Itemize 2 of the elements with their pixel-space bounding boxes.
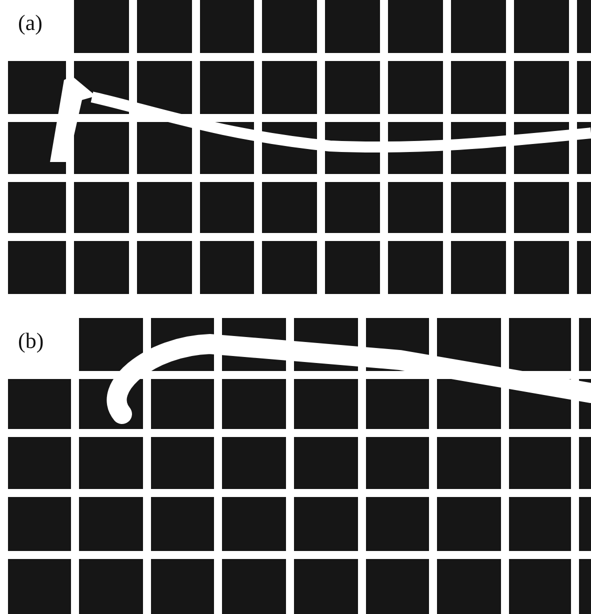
panel-label: (a): [18, 12, 42, 34]
panel-label: (b): [18, 330, 44, 352]
